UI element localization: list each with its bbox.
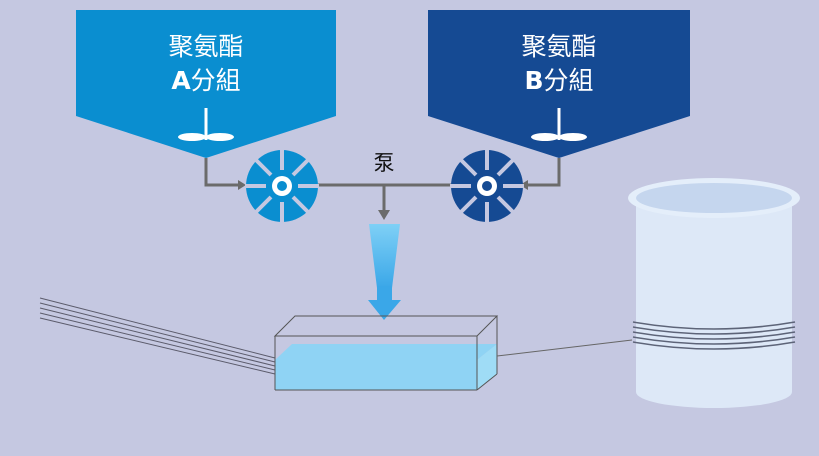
tank-a-name: 聚氨酯 [168, 32, 243, 61]
tank-a-component: A分組 [171, 66, 240, 95]
pipe-a-arrowhead [238, 180, 246, 190]
pipe-a-feed [204, 158, 242, 187]
tank-a-letter: A [171, 66, 191, 95]
mixing-nozzle [368, 224, 401, 320]
coating-bath [273, 315, 499, 391]
tank-b-suffix: 分組 [544, 66, 594, 95]
pump-a-icon [245, 149, 319, 223]
tank-a: 聚氨酯 A分組 [76, 10, 336, 158]
tank-a-hopper [76, 10, 336, 158]
mixer-b-icon [531, 108, 587, 141]
bath-liquid [275, 344, 497, 390]
wire-bundle-in [39, 297, 276, 375]
tank-b-letter: B [524, 66, 543, 95]
take-up-drum [628, 178, 800, 408]
tank-b-component: B分組 [524, 66, 593, 95]
pump-label: 泵 [374, 151, 395, 175]
pump-b-icon [450, 149, 524, 223]
pipe-drop-arrowhead [378, 210, 390, 220]
wire-out [496, 339, 633, 357]
drum-wire-windings [632, 321, 796, 350]
nozzle-arrowhead [368, 300, 401, 320]
tank-b: 聚氨酯 B分組 [428, 10, 690, 158]
tank-b-name: 聚氨酯 [521, 32, 596, 61]
tank-a-suffix: 分組 [191, 66, 241, 95]
tank-b-hopper [428, 10, 690, 158]
piping [204, 158, 561, 220]
mixer-a-icon [178, 108, 234, 141]
pipe-b-feed [525, 158, 561, 187]
